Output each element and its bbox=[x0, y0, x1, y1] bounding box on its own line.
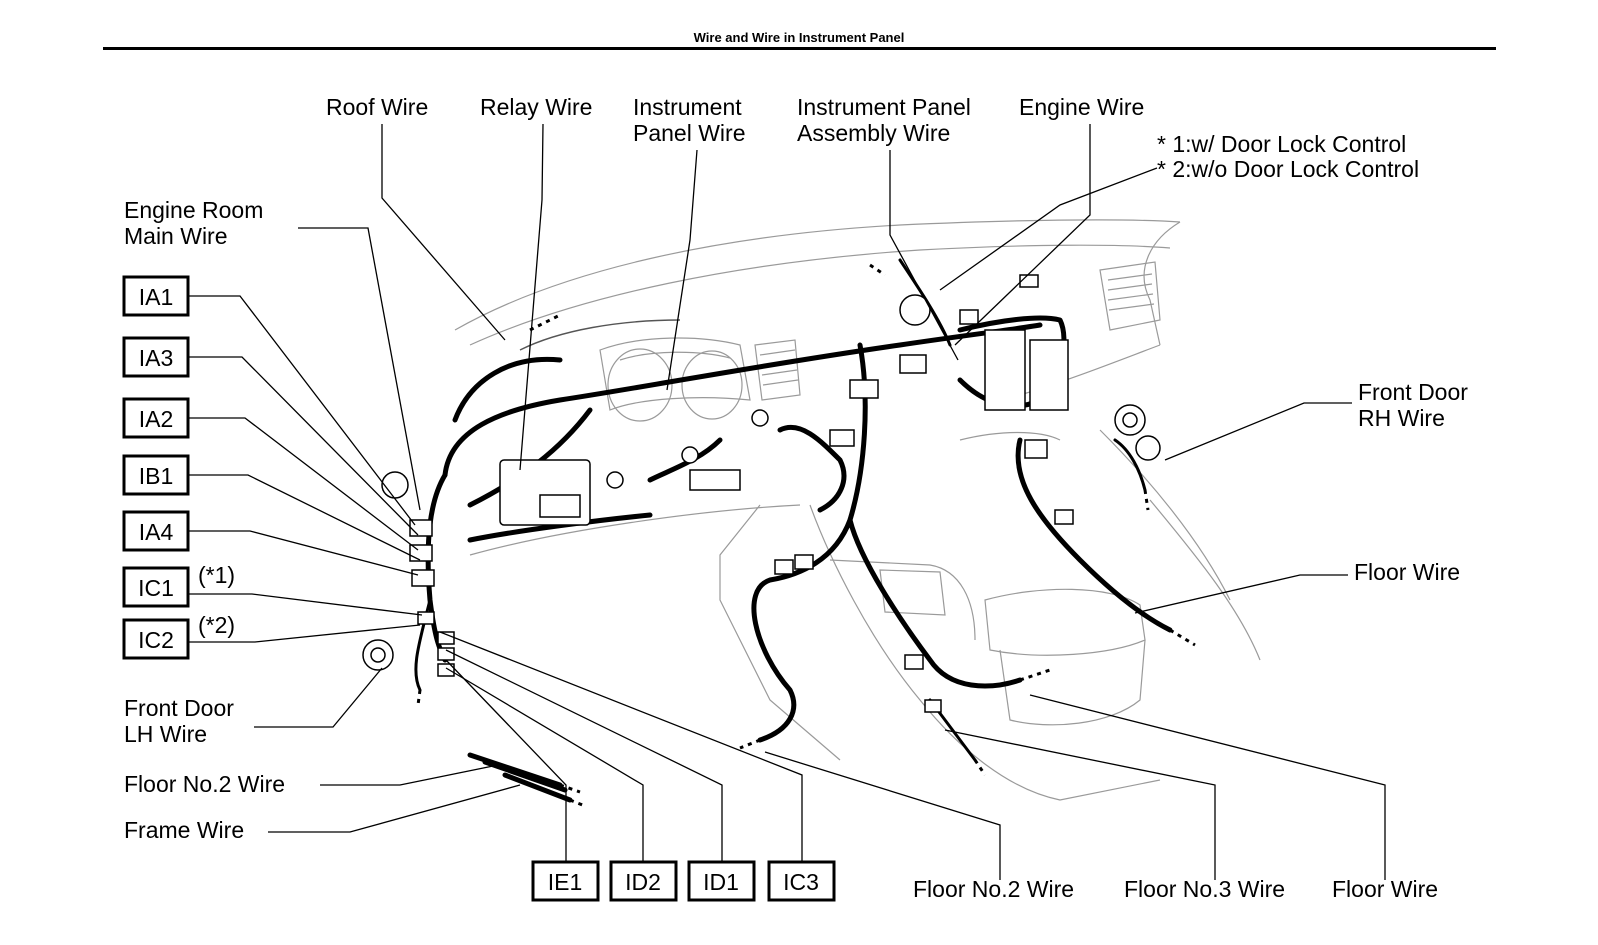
connector-box-id2: ID2 bbox=[609, 860, 678, 902]
label-front-door-rh-wire-1: Front Door bbox=[1358, 379, 1468, 405]
label-frame-wire: Frame Wire bbox=[124, 817, 244, 843]
label-roof-wire: Roof Wire bbox=[326, 94, 428, 120]
connector-box-ic1: IC1 bbox=[122, 566, 190, 608]
note-2: * 2:w/o Door Lock Control bbox=[1157, 156, 1419, 182]
connector-code: IE1 bbox=[548, 869, 583, 895]
connector-box-ic3: IC3 bbox=[767, 860, 836, 902]
leader-lines bbox=[188, 123, 1386, 880]
connector-box-ia3: IA3 bbox=[122, 336, 190, 378]
connector-code: IA4 bbox=[139, 519, 174, 545]
connector-box-ic2: IC2 bbox=[122, 618, 190, 660]
connector-box-ib1: IB1 bbox=[122, 454, 190, 496]
label-relay-wire: Relay Wire bbox=[480, 94, 592, 120]
connector-note-ic1: (*1) bbox=[198, 562, 235, 588]
label-engine-wire: Engine Wire bbox=[1019, 94, 1144, 120]
connector-box-id1: ID1 bbox=[687, 860, 756, 902]
label-engine-room-main-wire-1: Engine Room bbox=[124, 197, 263, 223]
connector-code: IB1 bbox=[139, 463, 174, 489]
connector-box-ie1: IE1 bbox=[531, 860, 600, 902]
label-floor-wire-bottom: Floor Wire bbox=[1332, 876, 1438, 902]
connector-code: IC2 bbox=[138, 627, 174, 653]
connector-note-ic2: (*2) bbox=[198, 612, 235, 638]
label-floor-wire-right: Floor Wire bbox=[1354, 559, 1460, 585]
label-engine-room-main-wire-2: Main Wire bbox=[124, 223, 228, 249]
connector-box-ia2: IA2 bbox=[122, 397, 190, 439]
connector-code: IA1 bbox=[139, 284, 174, 310]
connector-blocks bbox=[362, 274, 1161, 713]
note-1: * 1:w/ Door Lock Control bbox=[1157, 131, 1406, 157]
wire-harness bbox=[414, 258, 1196, 808]
label-front-door-lh-wire-1: Front Door bbox=[124, 695, 234, 721]
connector-box-ia4: IA4 bbox=[122, 510, 190, 552]
connector-code: ID2 bbox=[625, 869, 661, 895]
label-ip-assembly-wire-1: Instrument Panel bbox=[797, 94, 971, 120]
connector-code: IC1 bbox=[138, 575, 174, 601]
connector-code: IC3 bbox=[783, 869, 819, 895]
label-instrument-panel-wire-2: Panel Wire bbox=[633, 120, 745, 146]
connector-code: IA2 bbox=[139, 406, 174, 432]
label-floor-no2-wire-bottom: Floor No.2 Wire bbox=[913, 876, 1074, 902]
page-title: Wire and Wire in Instrument Panel bbox=[693, 30, 905, 45]
label-floor-no2-wire-left: Floor No.2 Wire bbox=[124, 771, 285, 797]
label-front-door-rh-wire-2: RH Wire bbox=[1358, 405, 1445, 431]
label-ip-assembly-wire-2: Assembly Wire bbox=[797, 120, 950, 146]
label-front-door-lh-wire-2: LH Wire bbox=[124, 721, 207, 747]
dashboard-outline bbox=[454, 219, 1261, 801]
connector-box-ia1: IA1 bbox=[122, 275, 190, 317]
label-instrument-panel-wire-1: Instrument bbox=[633, 94, 742, 120]
label-floor-no3-wire: Floor No.3 Wire bbox=[1124, 876, 1285, 902]
connector-code: ID1 bbox=[703, 869, 739, 895]
header-rule bbox=[103, 47, 1496, 50]
connector-code: IA3 bbox=[139, 345, 174, 371]
